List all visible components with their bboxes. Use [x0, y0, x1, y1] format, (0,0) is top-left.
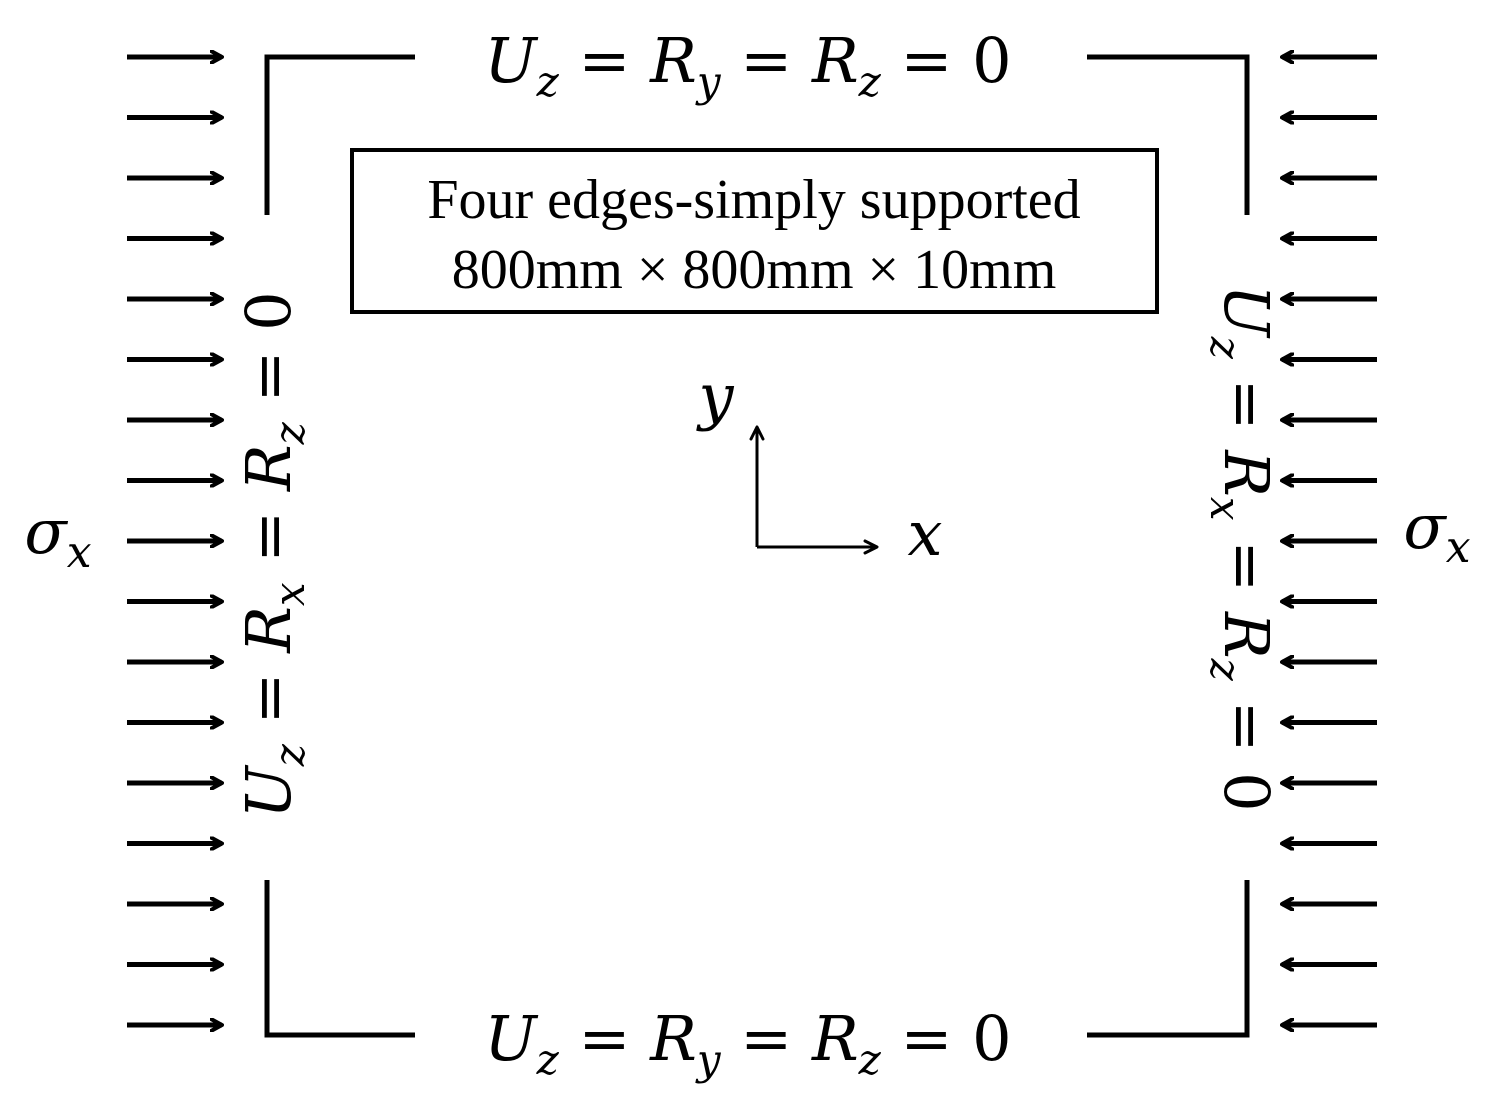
bottom-left-corner [264, 880, 415, 1038]
left-stress-label: σx [24, 495, 91, 578]
plate-info-box: Four edges-simply supported 800mm × 800m… [350, 148, 1159, 314]
info-box-frame [350, 148, 1159, 314]
bottom-boundary-condition: Uz = Ry = Rz = 0 [484, 1002, 1011, 1084]
info-box-line1: Four edges-simply supported [427, 169, 1080, 231]
top-boundary-condition: Uz = Ry = Rz = 0 [484, 24, 1011, 106]
right-stress-label: σx [1403, 490, 1470, 573]
y-axis-label: y [695, 360, 734, 433]
top-left-corner [264, 54, 415, 215]
left-load-arrows [127, 57, 222, 1025]
plate-boundary [264, 54, 1250, 1038]
top-right-corner [1087, 54, 1250, 215]
bottom-right-corner [1087, 880, 1250, 1038]
coordinate-axes [749, 425, 879, 555]
right-boundary-condition: Uz = Rx = Rz = 0 [1201, 284, 1283, 811]
x-axis-label: x [908, 497, 943, 570]
right-load-arrows [1282, 57, 1377, 1025]
left-boundary-condition: Uz = Rx = Rz = 0 [232, 291, 314, 818]
info-box-line2: 800mm × 800mm × 10mm [452, 239, 1057, 301]
